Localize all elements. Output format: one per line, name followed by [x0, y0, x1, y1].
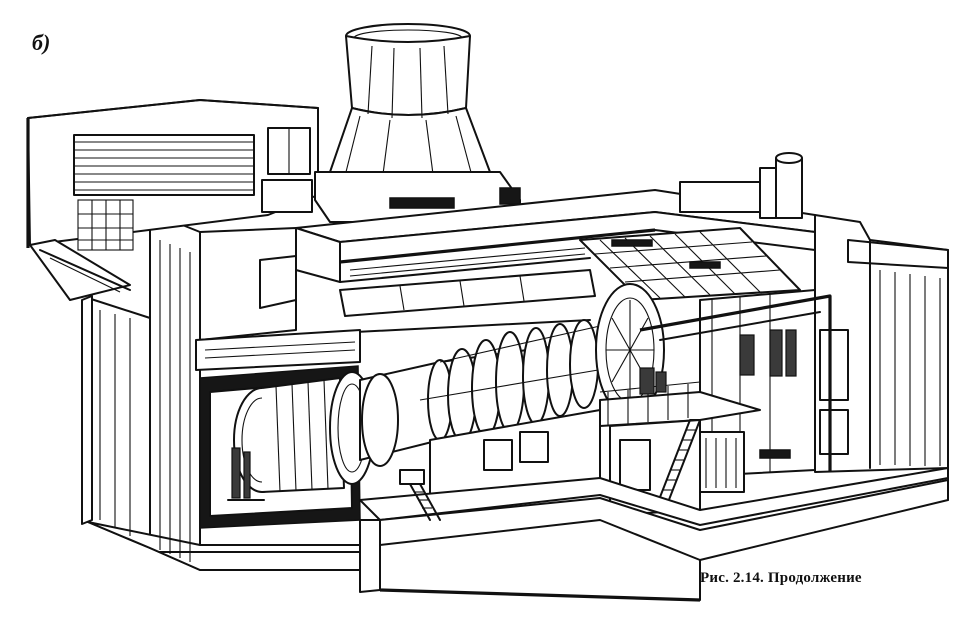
upper-deck — [195, 227, 596, 371]
panel-label: б) — [32, 30, 51, 55]
small-ladder — [399, 469, 441, 521]
ground-floor — [359, 467, 949, 602]
exhaust-stack — [314, 23, 521, 223]
figure-caption: Рис. 2.14. Продолжение — [700, 570, 862, 586]
air-intake-filter-house — [26, 99, 319, 301]
service-platform — [599, 367, 761, 516]
turbine-rotor — [359, 283, 665, 501]
generator — [199, 365, 375, 529]
right-service-hall — [639, 152, 949, 477]
base-housing — [81, 211, 361, 571]
